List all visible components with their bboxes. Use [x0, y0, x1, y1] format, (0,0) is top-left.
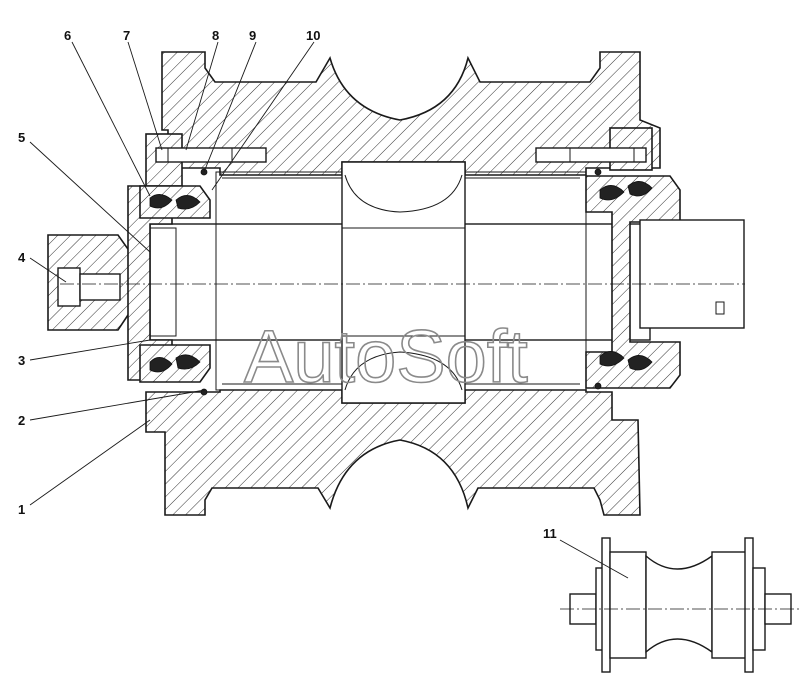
right-end-assembly: [535, 127, 745, 390]
callout-9: 9: [249, 28, 256, 43]
callout-10: 10: [306, 28, 320, 43]
callout-4: 4: [18, 250, 26, 265]
seal-ring-lower-left: [149, 357, 173, 373]
roller-body-section: [145, 51, 661, 516]
watermark-text: AutoSoft: [244, 315, 528, 398]
callout-1: 1: [18, 502, 25, 517]
roller-body-lower: [145, 389, 641, 516]
nut-4: [57, 267, 81, 307]
seal-ring-upper-left: [149, 194, 173, 209]
inset-roller-view: [560, 537, 800, 673]
callout-7: 7: [123, 28, 130, 43]
leader-lines: [29, 41, 629, 579]
callout-3: 3: [18, 353, 25, 368]
callout-11: 11: [543, 526, 557, 541]
callout-2: 2: [18, 413, 25, 428]
callout-8: 8: [212, 28, 219, 43]
right-axle-stub: [639, 219, 745, 329]
callout-5: 5: [18, 130, 25, 145]
callout-6: 6: [64, 28, 71, 43]
bolt-right: [535, 147, 647, 163]
